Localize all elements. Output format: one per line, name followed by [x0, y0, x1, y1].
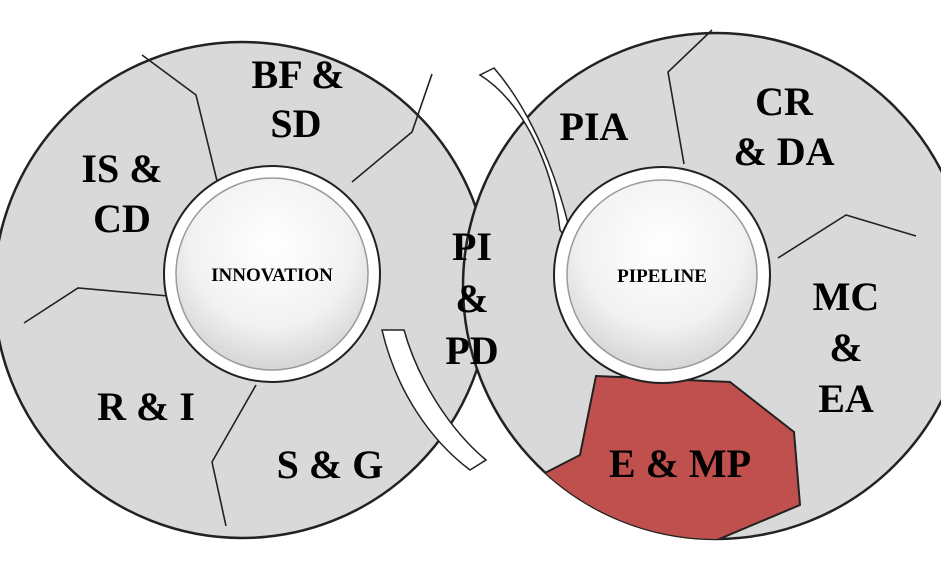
segment-bf-sd: BF & SD	[252, 52, 345, 146]
pipeline-hub: PIPELINE	[553, 166, 771, 384]
segment-label-line: S & G	[277, 442, 384, 487]
segment-label-line: BF &	[252, 52, 345, 97]
segment-mc-ea: MC & EA	[813, 274, 880, 421]
divider-is-ri	[23, 287, 169, 324]
innovation-hub-label: INNOVATION	[211, 265, 333, 286]
segment-label-line: E & MP	[609, 441, 751, 486]
segment-r-i: R & I	[97, 384, 195, 429]
segment-label-line: PIA	[560, 104, 629, 149]
segment-label-line: R & I	[97, 384, 195, 429]
segment-cr-da: CR & DA	[733, 79, 834, 174]
segment-label-line: &	[829, 325, 862, 370]
innovation-hub: INNOVATION	[163, 165, 381, 383]
segment-pi-pd: PI & PD	[445, 224, 498, 373]
segment-label-line: SD	[270, 101, 321, 146]
segment-label-line: CR	[755, 79, 814, 124]
divider-ri-sg	[211, 384, 257, 527]
segment-is-cd: IS & CD	[81, 146, 162, 241]
wheel-connector-lower	[381, 329, 488, 471]
divider-bf-is	[141, 54, 219, 186]
segment-pia: PIA	[560, 104, 629, 149]
segment-label-line: PD	[445, 328, 498, 373]
segment-label-line: PI	[452, 224, 492, 269]
segment-label-line: EA	[818, 376, 874, 421]
segment-label-line: & DA	[733, 129, 834, 174]
pipeline-hub-label: PIPELINE	[617, 266, 707, 287]
divider-cr-mc	[777, 214, 917, 259]
divider-bf-pi	[351, 73, 433, 183]
segment-s-g: S & G	[277, 442, 384, 487]
divider-pia-cr	[667, 29, 713, 165]
segment-label-line: IS &	[81, 146, 162, 191]
segment-label-line: MC	[813, 274, 880, 319]
segment-e-mp: E & MP	[609, 441, 751, 486]
segment-label-line: CD	[93, 196, 151, 241]
segment-label-line: &	[455, 276, 488, 321]
